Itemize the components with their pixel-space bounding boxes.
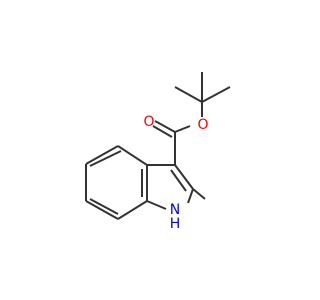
nitrogen-hydrogen-label: H xyxy=(170,216,181,232)
nitrogen-label: N xyxy=(170,202,180,218)
bond-oxygen-carbonyl-carbon xyxy=(174,125,191,133)
bond-nitrogen-c7a xyxy=(146,200,167,210)
bond-c4-c5-inner xyxy=(89,150,122,167)
bond-c3-c2-double-b xyxy=(170,169,187,192)
bond-c6-c7-inner xyxy=(89,198,119,215)
molecule-canvas: O O N H xyxy=(85,72,231,232)
bond-carbonyl-double-b xyxy=(152,125,173,138)
bond-carbonyl-double-a xyxy=(154,120,176,133)
bond-c7-c7a xyxy=(117,200,148,220)
structure-diagram: O O N H xyxy=(85,72,231,232)
bond-tbu-methyl-3 xyxy=(201,86,231,103)
bond-c2-methyl xyxy=(192,188,206,200)
carbonyl-oxygen-label: O xyxy=(143,114,154,130)
bond-c4-c5 xyxy=(85,145,119,165)
bond-c3a-c4 xyxy=(117,145,148,166)
bond-tbu-methyl-1 xyxy=(174,86,203,103)
bond-c3-c2-double-a xyxy=(174,164,194,190)
bond-c6-c7 xyxy=(85,200,119,220)
ester-oxygen-label: O xyxy=(197,117,208,133)
bond-c2-nitrogen xyxy=(187,188,194,204)
